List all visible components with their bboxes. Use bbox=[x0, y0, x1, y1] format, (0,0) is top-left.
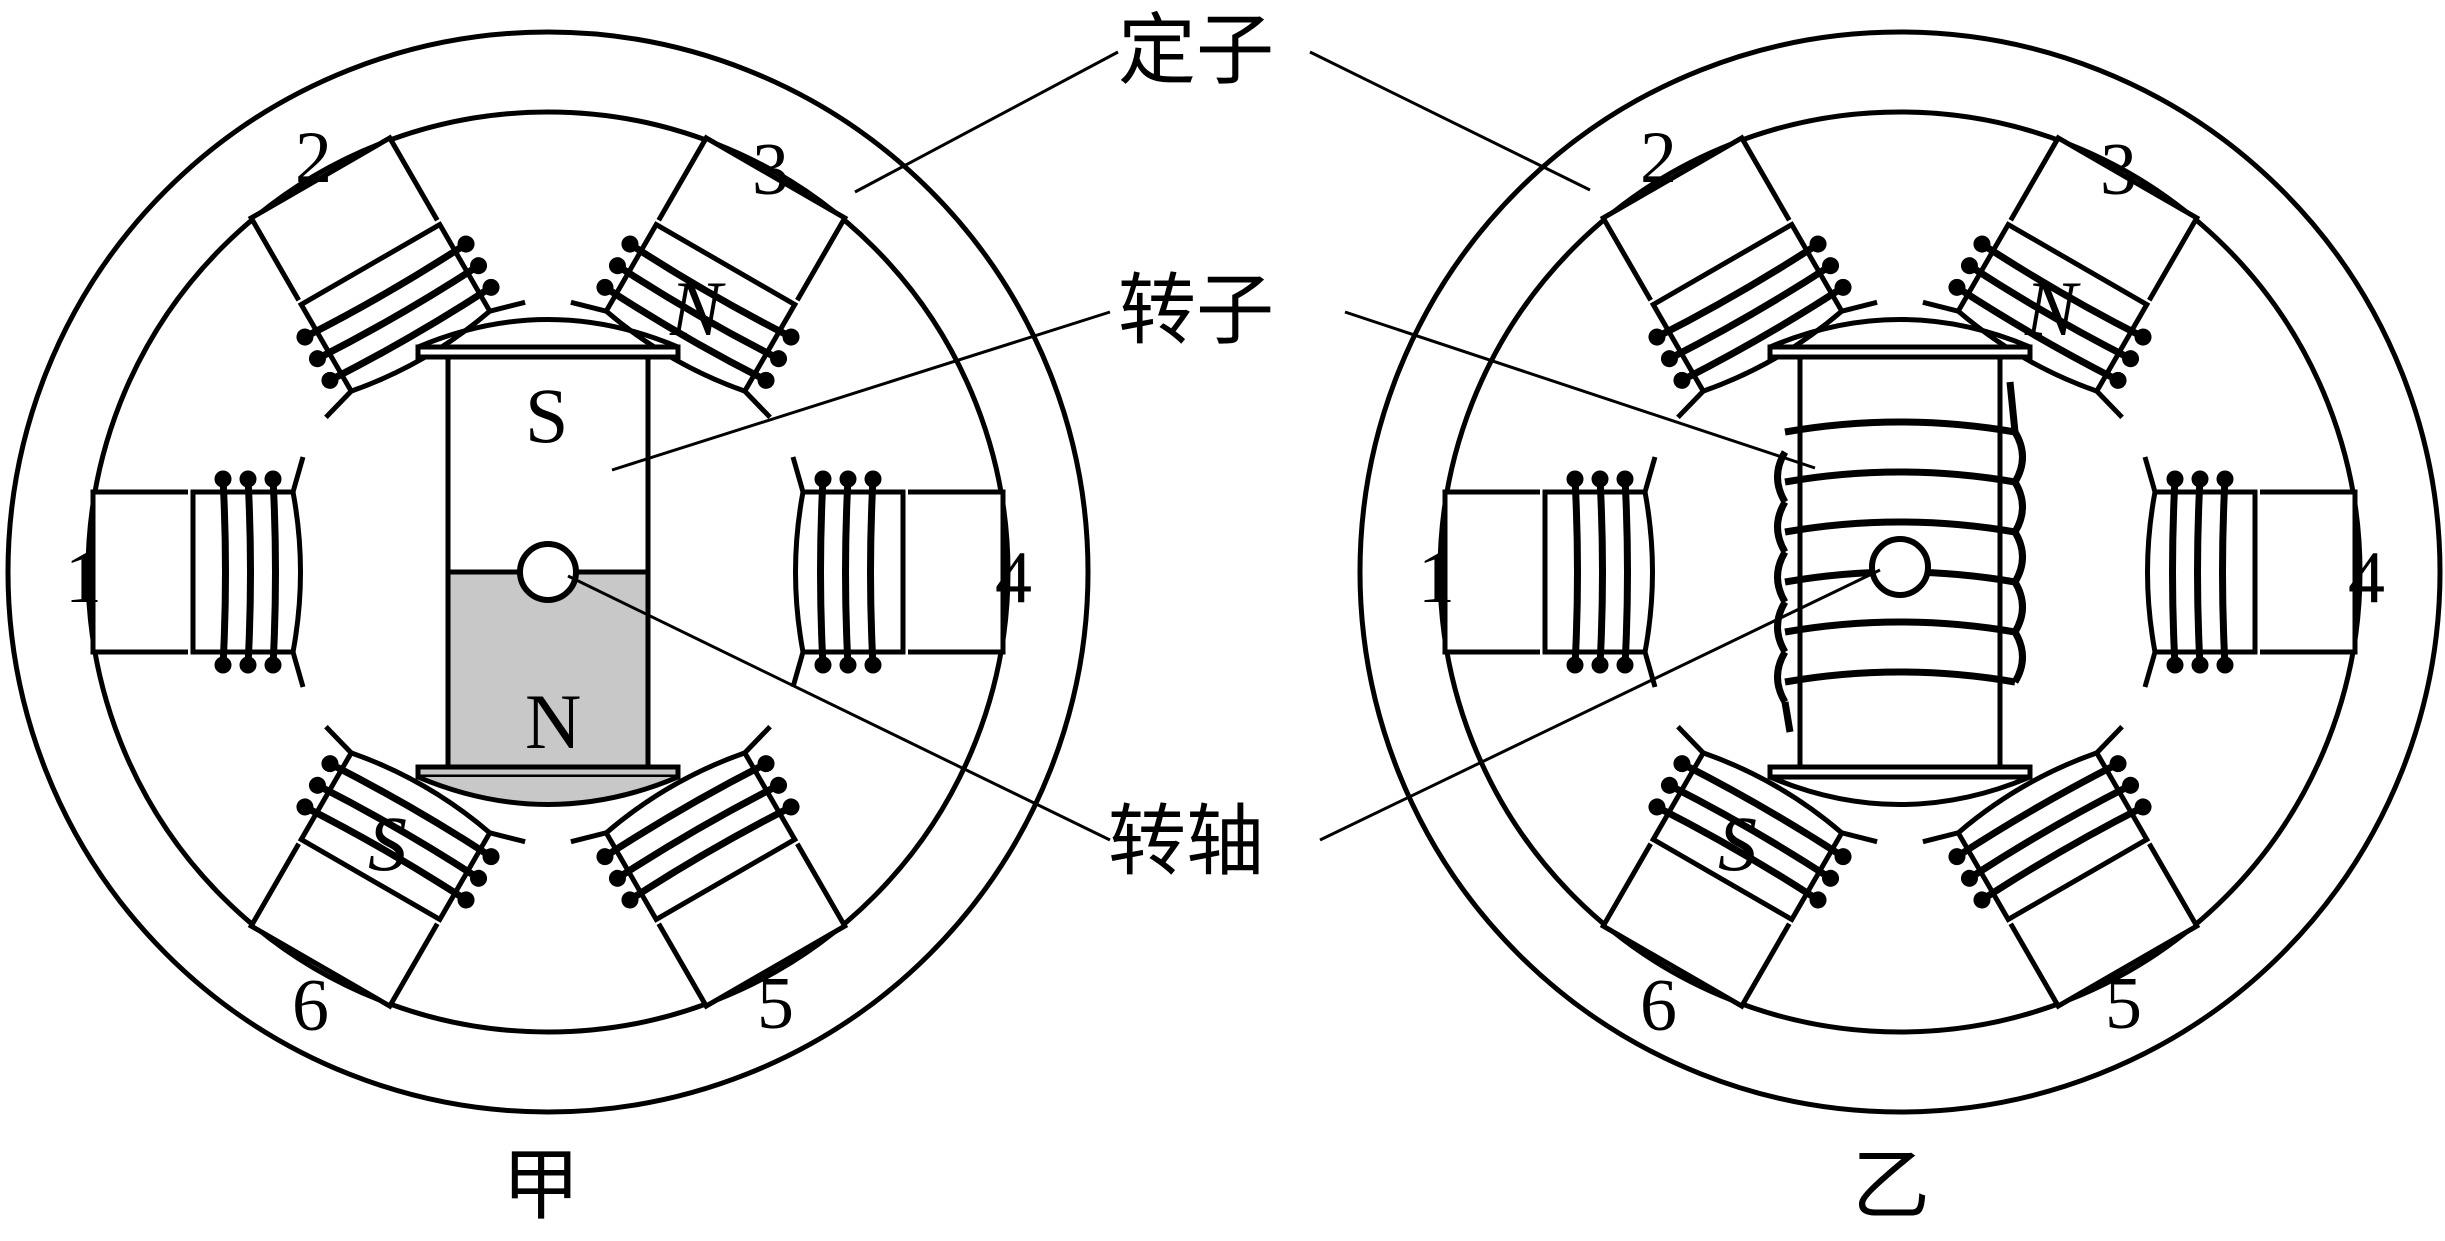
shaft-right bbox=[1869, 536, 1931, 598]
label-rotor: 转子 bbox=[1118, 266, 1274, 356]
right-coil-number-5: 5 bbox=[2105, 963, 2142, 1045]
left-coil-number-6: 6 bbox=[292, 965, 329, 1047]
leader-lines bbox=[567, 50, 1881, 842]
pole-1 bbox=[93, 457, 303, 687]
rotor-label-n: N bbox=[525, 678, 581, 765]
label-stator: 定子 bbox=[1118, 6, 1274, 96]
left-coil-number-4: 4 bbox=[995, 537, 1032, 619]
label-shaft: 转轴 bbox=[1108, 797, 1264, 887]
right-coil-number-1: 1 bbox=[1418, 537, 1455, 619]
pole-1-right bbox=[1445, 457, 1655, 687]
left-pole-label-s: S bbox=[368, 800, 407, 887]
motor-right bbox=[1360, 32, 2440, 1112]
right-coil-number-3: 3 bbox=[2100, 129, 2137, 211]
rotor-label-s: S bbox=[525, 372, 568, 459]
left-pole-label-n: N bbox=[669, 265, 726, 352]
left-coil-number-3: 3 bbox=[752, 129, 789, 211]
caption-left: 甲 bbox=[502, 1141, 580, 1231]
right-pole-label-n: N bbox=[2024, 265, 2081, 352]
left-coil-number-2: 2 bbox=[295, 117, 332, 199]
shaft bbox=[517, 541, 579, 603]
right-coil-number-4: 4 bbox=[2348, 537, 2385, 619]
right-coil-number-6: 6 bbox=[1640, 965, 1677, 1047]
right-pole-label-s: S bbox=[1718, 800, 1757, 887]
pole-4-right bbox=[2145, 457, 2355, 687]
left-coil-number-1: 1 bbox=[65, 537, 102, 619]
rotor-magnet bbox=[415, 317, 681, 807]
caption-right: 乙 bbox=[1852, 1141, 1930, 1231]
motor-left bbox=[8, 32, 1088, 1112]
right-coil-number-2: 2 bbox=[1640, 117, 1677, 199]
left-coil-number-5: 5 bbox=[757, 963, 794, 1045]
pole-4 bbox=[793, 457, 1003, 687]
